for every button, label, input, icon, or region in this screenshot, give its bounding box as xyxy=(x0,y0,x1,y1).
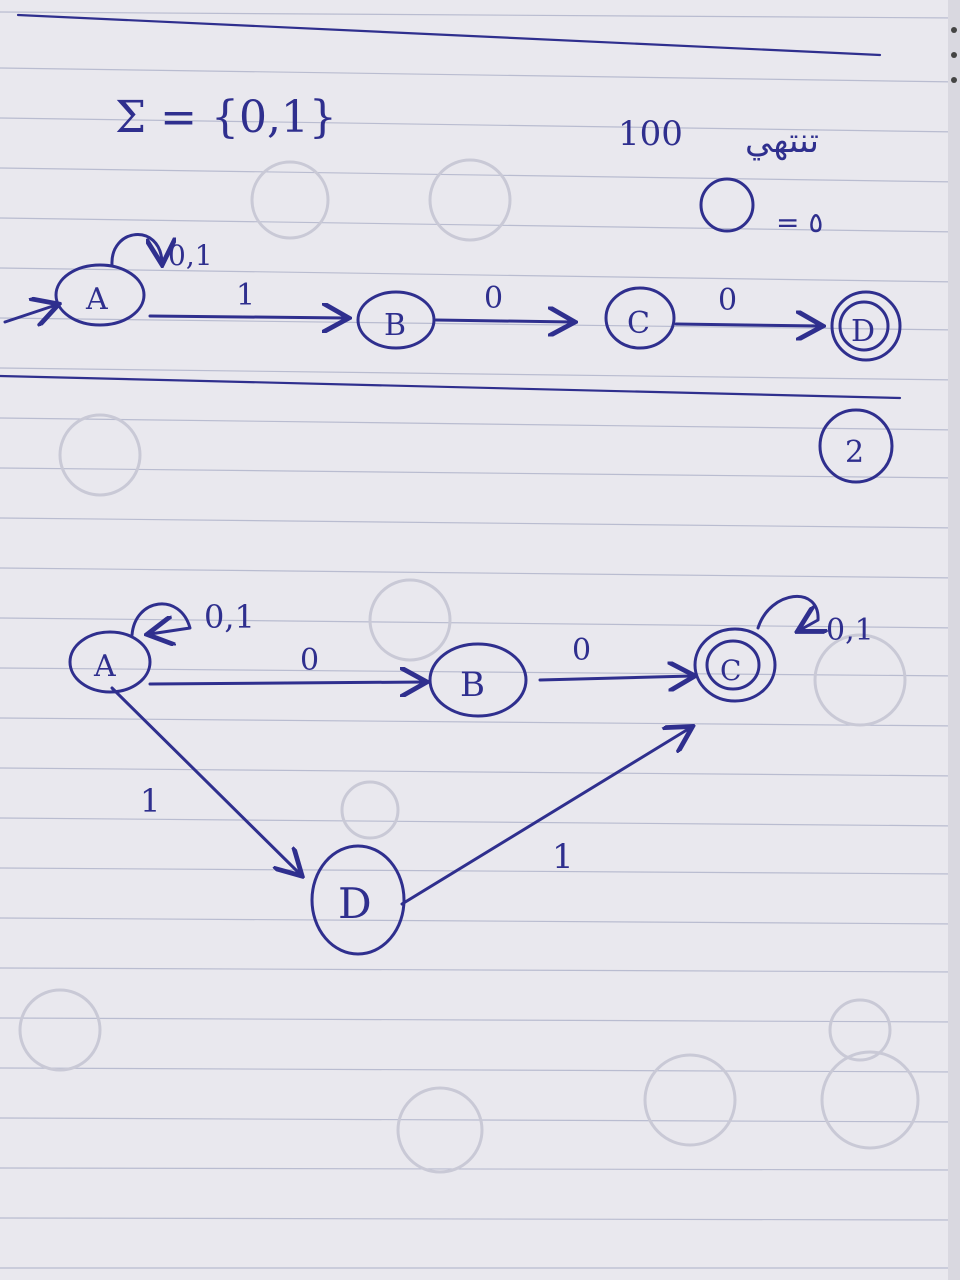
pattern-text: 100 xyxy=(618,114,683,154)
nfa1-state-A: A xyxy=(54,263,146,327)
section-marker-label: 2 xyxy=(845,435,864,470)
nfa1-edge-A-B xyxy=(148,316,346,318)
nfa2-self-loop-A xyxy=(130,602,192,635)
nfa1-state-B-circle xyxy=(356,290,436,350)
nfa2-state-B: B xyxy=(428,642,528,718)
nfa2-label-D-C: 1 xyxy=(552,837,574,877)
nfa2-state-D: D xyxy=(310,844,406,956)
header-ink-line xyxy=(16,13,882,57)
nfa1-self-loop-A xyxy=(110,233,162,265)
nfa2-state-C-label: C xyxy=(720,654,741,687)
nfa2-state-D-circle xyxy=(310,844,406,956)
nfa-1: A 0,1 1 B 0 C 0 D xyxy=(3,233,902,362)
nfa2-label-self-loop-C: 0,1 xyxy=(826,613,874,648)
section-marker-circle xyxy=(818,408,894,484)
bleed-through-marks xyxy=(18,158,920,1174)
nfa2-state-B-circle xyxy=(428,642,528,718)
nfa1-state-D-label: D xyxy=(851,314,875,349)
section-marker: 2 xyxy=(818,408,894,484)
nfa1-state-B: B xyxy=(356,290,436,350)
nfa2-label-A-D: 1 xyxy=(140,782,160,820)
nfa2-state-C: C xyxy=(693,627,777,703)
section-separator xyxy=(0,374,902,400)
nfa2-label-self-loop-A: 0,1 xyxy=(204,598,255,636)
nfa2-state-A: A xyxy=(68,630,152,694)
nfa1-state-C-label: C xyxy=(627,306,650,341)
nfa1-state-D-outer xyxy=(830,290,902,362)
circle-note-text: = ٥ xyxy=(776,206,823,239)
nfa1-edge-B-C xyxy=(434,320,572,322)
nfa-2: A 0,1 0 B 0 C 0,1 1 D 1 xyxy=(68,595,874,956)
nfa2-state-C-inner xyxy=(705,639,761,691)
nfa2-edge-A-D xyxy=(110,686,300,874)
nfa2-edge-B-C xyxy=(538,676,692,680)
arabic-note: تنتهي xyxy=(745,121,819,161)
nfa1-edge-C-D xyxy=(674,324,820,326)
ruled-lines xyxy=(0,11,960,1269)
nfa1-state-A-label: A xyxy=(85,282,108,317)
nfa1-state-C: C xyxy=(604,286,676,350)
nfa2-state-A-circle xyxy=(68,630,152,694)
nfa1-label-B-C: 0 xyxy=(484,281,503,316)
nfa2-label-B-C: 0 xyxy=(572,633,591,668)
nfa1-state-C-circle xyxy=(604,286,676,350)
nfa2-state-B-label: B xyxy=(460,665,485,705)
nfa2-state-D-label: D xyxy=(338,879,372,928)
circle-note-shape xyxy=(699,177,755,233)
nfa1-label-self-loop-A: 0,1 xyxy=(168,239,213,272)
nfa1-label-A-B: 1 xyxy=(236,278,255,313)
nfa1-state-A-circle xyxy=(54,263,146,327)
nfa1-label-C-D: 0 xyxy=(718,283,737,318)
nfa1-state-D-inner xyxy=(838,300,890,352)
nfa2-edge-A-B xyxy=(148,682,424,684)
nfa1-start-arrow xyxy=(3,305,56,322)
nfa2-edge-D-C xyxy=(400,728,690,906)
spiral-binding xyxy=(948,0,960,1280)
nfa1-state-B-label: B xyxy=(384,308,406,343)
alphabet-definition: Σ = {0,1} xyxy=(115,92,337,143)
nfa2-self-loop-C xyxy=(756,595,818,630)
nfa2-state-C-outer xyxy=(693,627,777,703)
nfa1-state-D: D xyxy=(830,290,902,362)
nfa2-state-A-label: A xyxy=(93,649,116,684)
nfa2-label-A-B: 0 xyxy=(300,643,319,678)
circle-note: = ٥ xyxy=(699,177,823,239)
